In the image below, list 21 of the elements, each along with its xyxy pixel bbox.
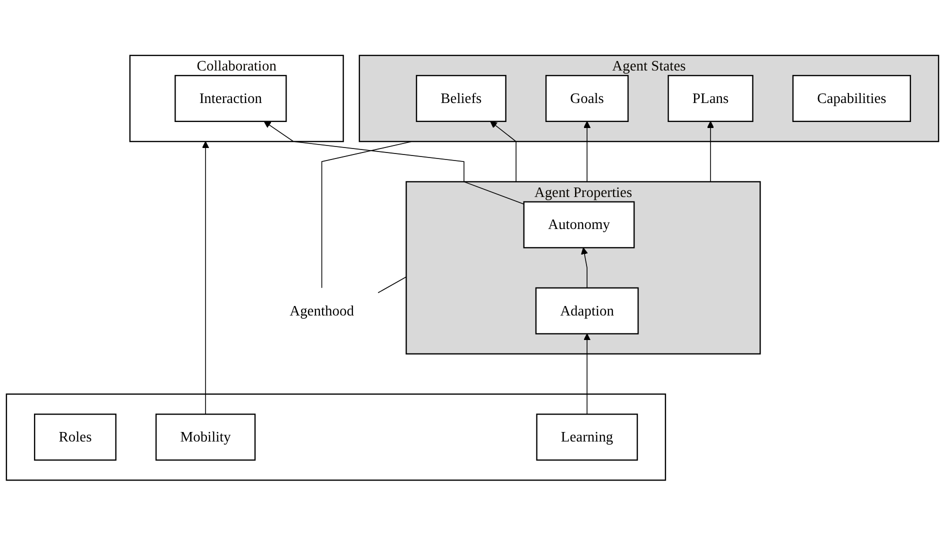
node-box: Autonomy (523, 201, 635, 248)
arrow (202, 141, 210, 415)
arrow (584, 334, 591, 415)
node-box: Adaption (535, 288, 639, 335)
node-box: Goals (545, 75, 629, 122)
node-text: Agenthood (290, 302, 354, 319)
node-box: Capabilities (792, 75, 912, 122)
arrow (584, 121, 591, 182)
node-box: Roles (34, 414, 116, 461)
node-box: Beliefs (416, 75, 506, 122)
connector (321, 141, 412, 288)
arrow (706, 121, 714, 182)
cluster (6, 394, 666, 481)
arrow (580, 248, 588, 288)
connector (378, 276, 407, 294)
node-box: PLans (668, 75, 754, 122)
arrow (490, 121, 516, 182)
node-box: Learning (536, 414, 638, 461)
node-box: Interaction (174, 75, 287, 122)
arrow (264, 121, 524, 205)
node-box: Mobility (155, 414, 256, 461)
